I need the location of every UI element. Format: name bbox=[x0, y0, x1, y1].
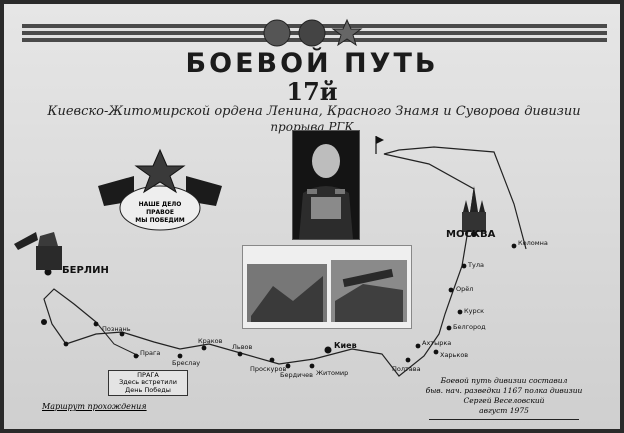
emblem-text-3: МЫ ПОБЕДИМ bbox=[135, 217, 184, 224]
route-stops bbox=[41, 231, 517, 369]
author-line-4: август 1975 bbox=[479, 406, 529, 416]
caption-line-1: ПРАГА bbox=[137, 371, 159, 379]
route-line-branch bbox=[95, 321, 140, 357]
label-akhtyrka: Ахтырка bbox=[422, 339, 452, 347]
author-underline bbox=[429, 418, 579, 420]
emblem-text-1: НАШЕ ДЕЛО bbox=[139, 201, 182, 208]
commander-portrait bbox=[292, 130, 360, 240]
division-number: 17й bbox=[286, 77, 338, 106]
stop-w1 bbox=[41, 319, 47, 325]
division-name: Киевско-Житомирской ордена Ленина, Красн… bbox=[47, 104, 581, 119]
label-poltava: Полтава bbox=[392, 365, 421, 373]
label-berlin: БЕРЛИН bbox=[62, 265, 109, 276]
label-zhitomir: Житомир bbox=[316, 369, 349, 377]
stop-tula bbox=[461, 263, 467, 269]
stop-poznan bbox=[119, 331, 125, 337]
author-block: Боевой путь дивизии составил быв. нач. р… bbox=[416, 376, 592, 420]
poster-title: БОЕВОЙ ПУТЬ bbox=[185, 48, 439, 79]
label-krakow: Краков bbox=[198, 337, 223, 345]
caption-line-2: Здесь встретили bbox=[119, 378, 177, 387]
battle-route-map bbox=[14, 136, 527, 377]
stop-w3 bbox=[93, 321, 99, 327]
stop-berlin bbox=[44, 268, 52, 276]
reichstag-icon bbox=[14, 232, 62, 270]
label-kolomna: Коломна bbox=[518, 239, 548, 247]
victory-day-caption: ПРАГА Здесь встретили День Победы bbox=[108, 370, 188, 397]
stop-akhtyrka bbox=[415, 343, 421, 349]
caption-line-3: День Победы bbox=[125, 385, 171, 394]
route-note: Маршрут прохождения bbox=[42, 402, 147, 411]
author-line-3: Сергей Веселовский bbox=[463, 396, 545, 406]
stop-krakow bbox=[201, 345, 207, 351]
battle-photo bbox=[242, 245, 412, 329]
label-proskurov: Проскуров bbox=[250, 365, 287, 373]
poster-sheet: БОЕВОЙ ПУТЬ 17й Киевско-Житомирской орде… bbox=[4, 4, 620, 429]
author-line-2: быв. нач. разведки 1167 полка дивизии bbox=[425, 386, 583, 396]
emblem-text-2: ПРАВОЕ bbox=[146, 209, 174, 216]
stop-kolomna bbox=[511, 243, 517, 249]
label-lvov: Львов bbox=[232, 343, 253, 351]
stop-w2 bbox=[63, 341, 69, 347]
author-line-1: Боевой путь дивизии составил bbox=[440, 376, 568, 385]
label-moscow: МОСКВА bbox=[446, 229, 496, 240]
stop-kursk bbox=[457, 309, 463, 315]
stop-lvov bbox=[237, 351, 243, 357]
stop-prague bbox=[133, 353, 139, 359]
label-poznan: Познань bbox=[102, 325, 131, 333]
label-breslau: Бреслау bbox=[172, 359, 201, 367]
stop-belgorod bbox=[446, 325, 452, 331]
stop-poltava bbox=[405, 357, 411, 363]
stop-breslau bbox=[177, 353, 183, 359]
stop-proskurov bbox=[269, 357, 275, 363]
stop-orel bbox=[448, 287, 454, 293]
kremlin-icon bbox=[462, 186, 486, 232]
stop-kiev bbox=[324, 346, 332, 354]
label-kiev: Киев bbox=[334, 341, 357, 350]
top-ribbon-decoration bbox=[22, 18, 607, 47]
stop-moscow bbox=[471, 231, 477, 237]
label-kursk: Курск bbox=[464, 307, 485, 315]
label-orel: Орёл bbox=[456, 285, 474, 293]
route-line-main bbox=[43, 146, 527, 377]
star-banner-emblem: НАШЕ ДЕЛО ПРАВОЕ МЫ ПОБЕДИМ bbox=[98, 148, 222, 231]
label-belgorod: Белгород bbox=[453, 323, 486, 331]
stop-zhitomir bbox=[309, 363, 315, 369]
label-berdichev: Бердичев bbox=[280, 371, 313, 379]
label-kharkov: Харьков bbox=[440, 351, 469, 359]
stop-kharkov bbox=[433, 349, 439, 355]
label-tula: Тула bbox=[468, 261, 484, 269]
stop-berdichev bbox=[285, 363, 291, 369]
stalingrad-flag-icon bbox=[375, 136, 384, 154]
label-prague: Прага bbox=[140, 349, 161, 357]
